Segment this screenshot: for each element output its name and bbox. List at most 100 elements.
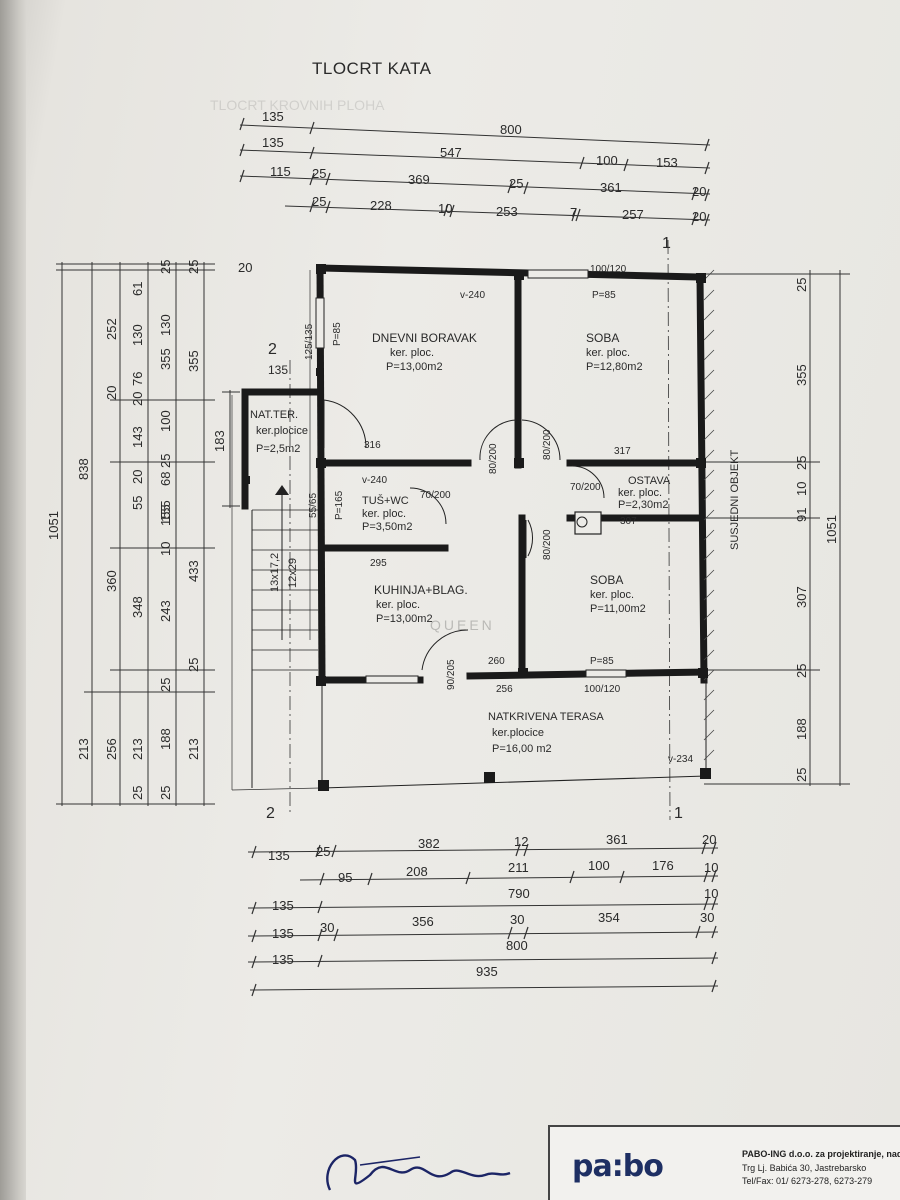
dim-right-91: 91 bbox=[794, 508, 809, 522]
dim-left-183: 183 bbox=[212, 430, 227, 452]
pabo-logo: pa:bo bbox=[572, 1149, 664, 1184]
dim-bot-2c: 211 bbox=[508, 860, 529, 875]
dim-left-355b: 355 bbox=[186, 350, 201, 372]
note-door-80-200-b: 80/200 bbox=[542, 429, 553, 460]
dim-bot-2b: 208 bbox=[406, 864, 428, 879]
note-window-bottom: 100/120 bbox=[584, 684, 621, 695]
dim-left-1051: 1051 bbox=[46, 511, 61, 540]
room-bedroom2-floor: ker. ploc. bbox=[590, 589, 634, 601]
room-terrace-name: NATKRIVENA TERASA bbox=[488, 711, 604, 723]
room-bedroom1-floor: ker. ploc. bbox=[586, 347, 630, 359]
note-door-90-205: 90/205 bbox=[446, 659, 457, 690]
neighbour-building-label: SUSJEDNI OBJEKT bbox=[729, 449, 741, 550]
dim-left-25g: 25 bbox=[186, 658, 201, 672]
dim-left-130b: 130 bbox=[158, 314, 173, 336]
room-bedroom2-area: P=11,00m2 bbox=[590, 603, 646, 615]
room-natter-name: NAT.TER. bbox=[250, 409, 298, 421]
room-bath-name: TUŠ+WC bbox=[362, 494, 409, 507]
note-260: 260 bbox=[488, 656, 505, 667]
note-125-135: 125/135 bbox=[304, 323, 315, 360]
dim-bot-5a: 135 bbox=[272, 952, 294, 967]
note-135: 135 bbox=[268, 363, 288, 377]
dim-left-155b: 155 bbox=[158, 504, 173, 526]
note-door-80-200-c: 80/200 bbox=[542, 529, 553, 560]
section-mark-2-bottom: 2 bbox=[266, 805, 275, 822]
dim-left-252: 252 bbox=[104, 318, 119, 340]
faint-title: TLOCRT KROVNIH PLOHA bbox=[210, 97, 385, 113]
stamp-company: PABO-ING d.o.o. za projektiranje, nadzor… bbox=[742, 1149, 900, 1159]
note-window-top: 100/120 bbox=[590, 264, 627, 275]
room-bath-floor: ker. ploc. bbox=[362, 508, 406, 520]
room-kitchen-name: KUHINJA+BLAG. bbox=[374, 583, 468, 597]
note-256: 256 bbox=[496, 684, 513, 695]
dim-right-25b: 25 bbox=[794, 456, 809, 470]
dim-left-243: 243 bbox=[158, 600, 173, 622]
dim-right-25d: 25 bbox=[794, 768, 809, 782]
dim-left-130a: 130 bbox=[130, 324, 145, 346]
room-living-name: DNEVNI BORAVAK bbox=[372, 331, 477, 345]
room-bedroom1-area: P=12,80m2 bbox=[586, 361, 643, 373]
note-v234: v-234 bbox=[668, 754, 693, 765]
dim-top-3a: 115 bbox=[270, 164, 291, 179]
dim-left-355a: 355 bbox=[158, 348, 173, 370]
section-mark-1-bottom: 1 bbox=[674, 805, 683, 822]
room-storage-floor: ker. ploc. bbox=[618, 487, 662, 499]
dim-left-213b: 213 bbox=[130, 738, 145, 760]
dim-right-188: 188 bbox=[794, 718, 809, 740]
dim-left-213c: 213 bbox=[186, 738, 201, 760]
room-kitchen-floor: ker. ploc. bbox=[376, 599, 420, 611]
dim-left-20b: 20 bbox=[130, 392, 145, 406]
room-living-area: P=13,00m2 bbox=[386, 361, 443, 373]
dim-bot-1e: 361 bbox=[606, 832, 628, 847]
dim-left-838: 838 bbox=[76, 458, 91, 480]
dim-bot-1b: 25 bbox=[316, 844, 330, 859]
room-natter-area: P=2,5m2 bbox=[256, 443, 300, 455]
note-p85-top: P=85 bbox=[592, 290, 616, 301]
dim-top-1b: 800 bbox=[500, 122, 522, 137]
dim-left-433: 433 bbox=[186, 560, 201, 582]
dim-bot-1a: 135 bbox=[268, 848, 290, 863]
dim-bot-2e: 176 bbox=[652, 858, 674, 873]
stairs-label-2: 12x29 bbox=[287, 558, 299, 588]
dim-top-4g: 20 bbox=[692, 209, 706, 224]
room-terrace-area: P=16,00 m2 bbox=[492, 743, 552, 755]
dim-left-25b: 25 bbox=[158, 260, 173, 274]
room-bedroom1-name: SOBA bbox=[586, 331, 619, 345]
dim-top-1a: 135 bbox=[262, 109, 284, 124]
dim-top-2a: 135 bbox=[262, 135, 284, 150]
dim-left-143: 143 bbox=[130, 426, 145, 448]
dim-left-68: 68 bbox=[158, 472, 173, 486]
dim-left-100: 100 bbox=[158, 410, 173, 432]
dim-top-4c: 10 bbox=[438, 201, 452, 216]
dim-right-10: 10 bbox=[794, 482, 809, 496]
dim-top-4e: 7 bbox=[570, 205, 577, 220]
room-living-floor: ker. ploc. bbox=[390, 347, 434, 359]
section-mark-1-top: 1 bbox=[662, 235, 671, 252]
dim-left-25f: 25 bbox=[158, 678, 173, 692]
dim-right-25c: 25 bbox=[794, 664, 809, 678]
dim-right-355: 355 bbox=[794, 364, 809, 386]
dim-bot-6a: 935 bbox=[476, 964, 498, 979]
dim-left-25e: 25 bbox=[158, 454, 173, 468]
dim-left-25d: 25 bbox=[186, 260, 201, 274]
title-block-stamp: pa:bo PABO-ING d.o.o. za projektiranje, … bbox=[548, 1125, 900, 1200]
dim-top-3b: 25 bbox=[312, 166, 326, 181]
drawing-title: TLOCRT KATA bbox=[312, 59, 432, 78]
dim-bot-5b: 800 bbox=[506, 938, 528, 953]
dim-top-4a: 25 bbox=[312, 194, 326, 209]
dim-top-4d: 253 bbox=[496, 204, 518, 219]
room-storage-name: OSTAVA bbox=[628, 475, 671, 487]
dim-top-3f: 20 bbox=[692, 184, 706, 199]
room-terrace-floor: ker.plocice bbox=[492, 727, 544, 739]
dim-bot-1c: 382 bbox=[418, 836, 440, 851]
section-mark-2-top: 2 bbox=[268, 341, 277, 358]
note-v240-a: v-240 bbox=[460, 290, 485, 301]
dim-left-348: 348 bbox=[130, 596, 145, 618]
room-bedroom2-name: SOBA bbox=[590, 573, 623, 587]
room-bath-area: P=3,50m2 bbox=[362, 521, 412, 533]
dim-top-3e: 361 bbox=[600, 180, 622, 195]
dim-top-2b: 547 bbox=[440, 145, 462, 160]
